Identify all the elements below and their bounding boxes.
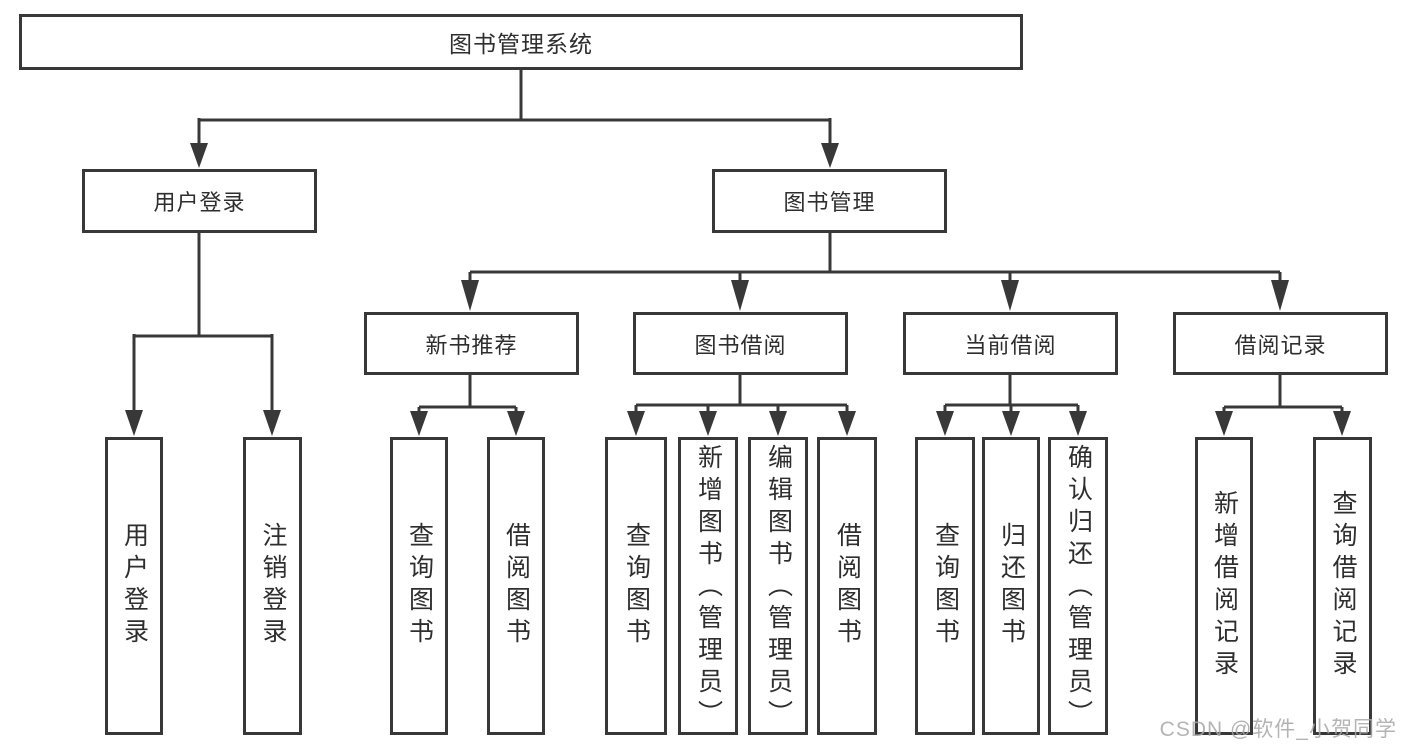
- node-borrowing-records: 借阅记录: [1173, 312, 1388, 375]
- arrow-icon: [699, 411, 717, 436]
- leaf-edit-book-admin: 编辑图书（管理员）: [748, 437, 808, 735]
- leaf-confirm-return-admin: 确认归还（管理员）: [1048, 437, 1108, 735]
- node-current-borrowing: 当前借阅: [903, 312, 1118, 375]
- arrow-icon: [1271, 280, 1289, 311]
- leaf-user-login: 用户登录: [105, 437, 163, 735]
- node-book-mgmt-system: 图书管理系统: [19, 14, 1023, 70]
- arrow-icon: [731, 280, 749, 311]
- arrow-icon: [1002, 411, 1020, 436]
- node-book-management: 图书管理: [712, 169, 947, 233]
- arrow-icon: [936, 411, 954, 436]
- arrow-icon: [125, 410, 143, 436]
- arrow-icon: [461, 280, 479, 311]
- connector-user-login: [132, 232, 274, 412]
- arrow-icon: [1333, 411, 1351, 436]
- connector-root: [197, 69, 832, 145]
- leaf-query-books-recommend: 查询图书: [390, 437, 448, 735]
- arrow-icon: [769, 411, 787, 436]
- leaf-return-book: 归还图书: [982, 437, 1040, 735]
- connector-book-management: [468, 232, 1282, 282]
- arrow-icon: [1215, 411, 1233, 436]
- leaf-query-books-current: 查询图书: [915, 437, 975, 735]
- arrow-icon: [410, 411, 428, 436]
- node-new-book-recommend: 新书推荐: [364, 312, 579, 375]
- leaf-add-borrow-record: 新增借阅记录: [1195, 437, 1253, 735]
- arrow-icon: [263, 410, 281, 436]
- arrow-icon: [821, 143, 839, 168]
- watermark-text: CSDN @软件_小贺同学: [1159, 718, 1397, 741]
- leaf-query-borrow-record: 查询借阅记录: [1313, 437, 1372, 735]
- leaf-borrow-books-borrowing: 借阅图书: [817, 437, 877, 735]
- arrow-icon: [507, 411, 525, 436]
- arrow-icon: [190, 143, 208, 168]
- arrowheads: [125, 143, 1351, 436]
- connector-book-borrowing: [634, 374, 849, 413]
- connector-new-book: [417, 374, 518, 413]
- connector-current-borrowing: [943, 374, 1080, 413]
- arrow-icon: [1069, 411, 1087, 436]
- node-user-login: 用户登录: [82, 169, 317, 233]
- leaf-add-book-admin: 新增图书（管理员）: [678, 437, 738, 735]
- arrow-icon: [838, 411, 856, 436]
- connector-borrowing-records: [1222, 374, 1344, 413]
- leaf-logout: 注销登录: [243, 437, 302, 735]
- arrow-icon: [1001, 280, 1019, 311]
- arrow-icon: [627, 411, 645, 436]
- leaf-borrow-books-recommend: 借阅图书: [487, 437, 545, 735]
- node-book-borrowing: 图书借阅: [633, 312, 848, 375]
- leaf-query-books-borrowing: 查询图书: [605, 437, 667, 735]
